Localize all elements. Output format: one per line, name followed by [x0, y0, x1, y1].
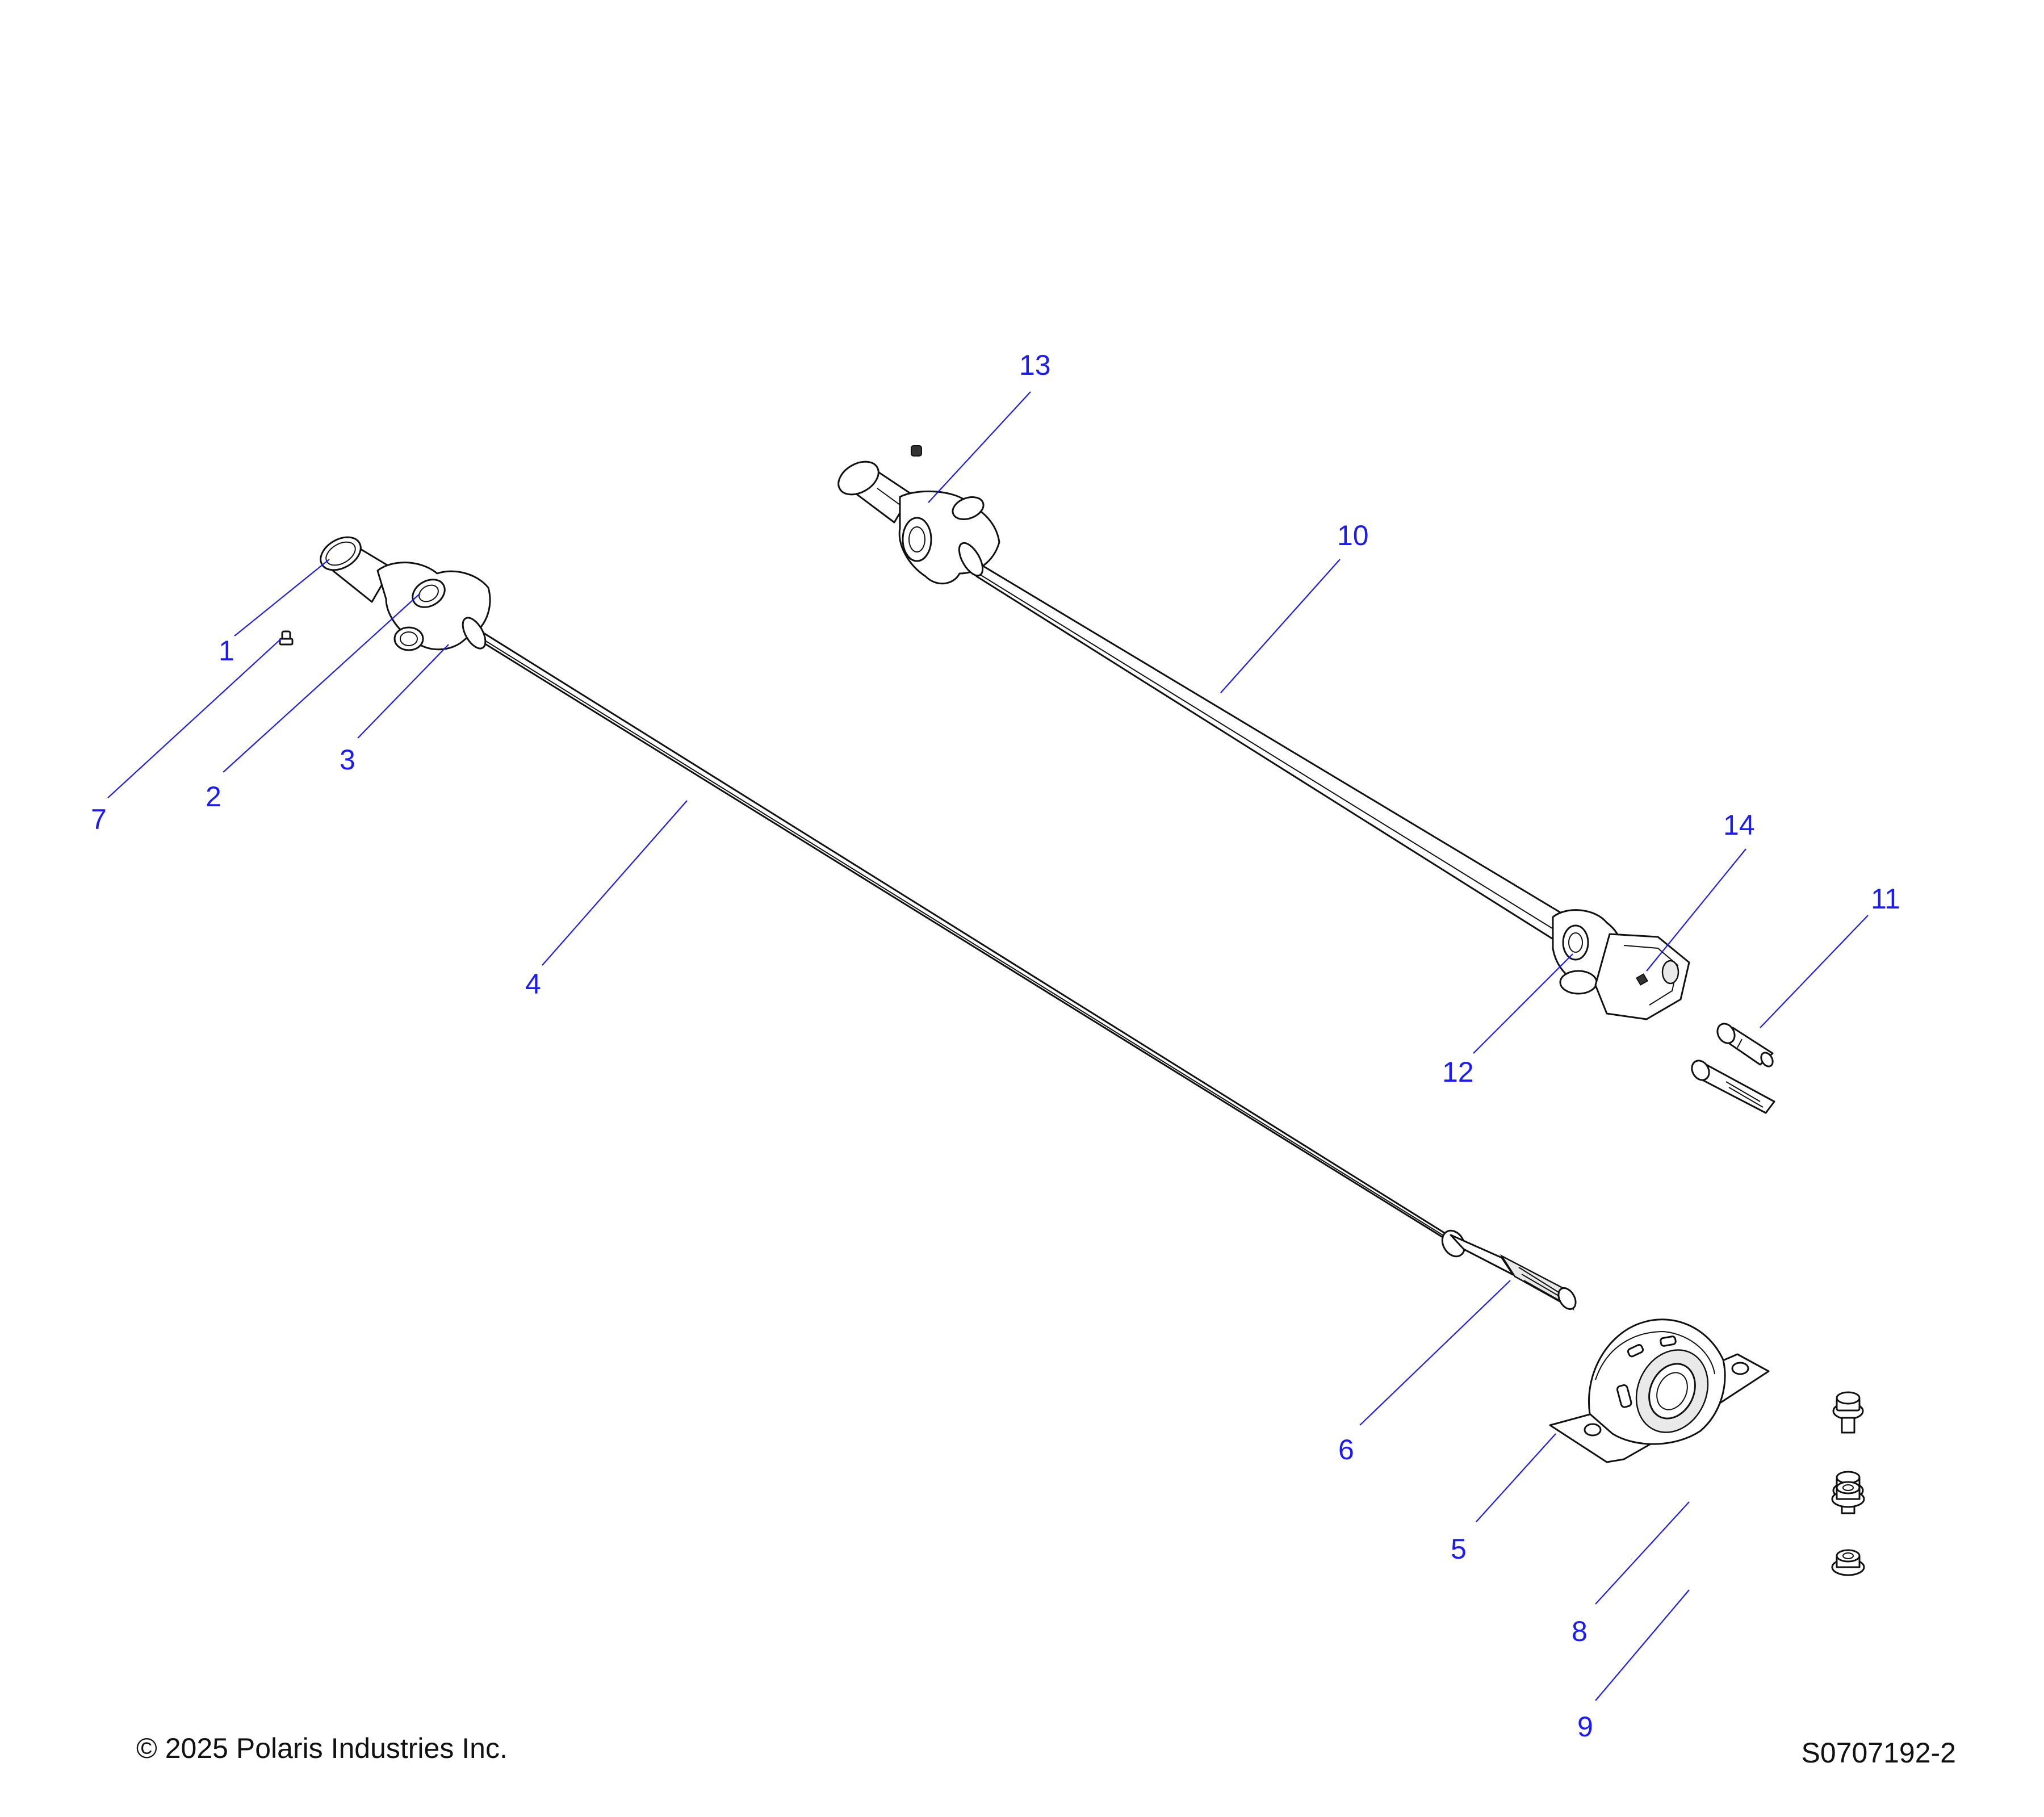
clamp-bolt-1 [1716, 1023, 1774, 1067]
callout-13: 13 [1019, 349, 1051, 381]
universal-joint-front [376, 562, 491, 651]
callout-2: 2 [206, 781, 221, 813]
flange-nut-2 [1831, 1481, 1865, 1508]
clamp-bolts [1691, 1023, 1775, 1114]
leader-9 [1595, 1589, 1690, 1701]
callout-1: 1 [219, 635, 234, 667]
leader-8 [1595, 1501, 1690, 1605]
callout-7: 7 [91, 803, 107, 835]
splined-stub-shaft [1441, 1229, 1577, 1311]
callout-labels: 1 2 3 4 5 6 7 8 9 10 11 12 13 14 [91, 349, 1900, 1743]
leader-7 [107, 638, 282, 798]
universal-joint-upper [898, 490, 1000, 585]
callout-9: 9 [1577, 1711, 1593, 1743]
leader-2 [223, 593, 421, 773]
leader-3 [357, 644, 449, 739]
grease-fitting [279, 630, 294, 646]
leader-11 [1760, 915, 1869, 1028]
leader-12 [1473, 953, 1573, 1054]
leader-6 [1359, 1280, 1511, 1426]
rear-propshaft-assembly [837, 445, 1690, 1020]
rear-yoke-stub [837, 460, 912, 524]
leader-1 [234, 559, 330, 637]
callout-12: 12 [1442, 1056, 1474, 1088]
flange-nut-1 [1831, 1549, 1865, 1576]
callout-3: 3 [340, 744, 355, 776]
leader-13 [928, 391, 1031, 503]
front-propshaft-assembly [279, 536, 1577, 1311]
callout-4: 4 [525, 968, 541, 1000]
leader-14 [1646, 848, 1746, 972]
callout-14: 14 [1723, 809, 1755, 841]
leader-10 [1220, 559, 1341, 693]
callout-10: 10 [1337, 520, 1369, 551]
grease-fitting-upper [911, 445, 922, 457]
drawing-number: S0707192-2 [1801, 1737, 1956, 1769]
center-bearing-support [1549, 1318, 1770, 1463]
callout-5: 5 [1451, 1533, 1467, 1565]
flange-bolt-2 [1832, 1391, 1864, 1434]
leader-4 [542, 800, 688, 966]
leader-5 [1476, 1433, 1556, 1522]
yoke-stub-shaft [320, 536, 393, 603]
clamp-yoke [1594, 933, 1690, 1020]
callout-11: 11 [1871, 883, 1900, 915]
propshaft-tube [464, 621, 1463, 1250]
callout-6: 6 [1338, 1434, 1354, 1466]
copyright-notice: © 2025 Polaris Industries Inc. [136, 1732, 508, 1764]
callout-8: 8 [1572, 1615, 1588, 1647]
leader-lines [107, 391, 1869, 1701]
clamp-bolt-2 [1691, 1060, 1775, 1114]
